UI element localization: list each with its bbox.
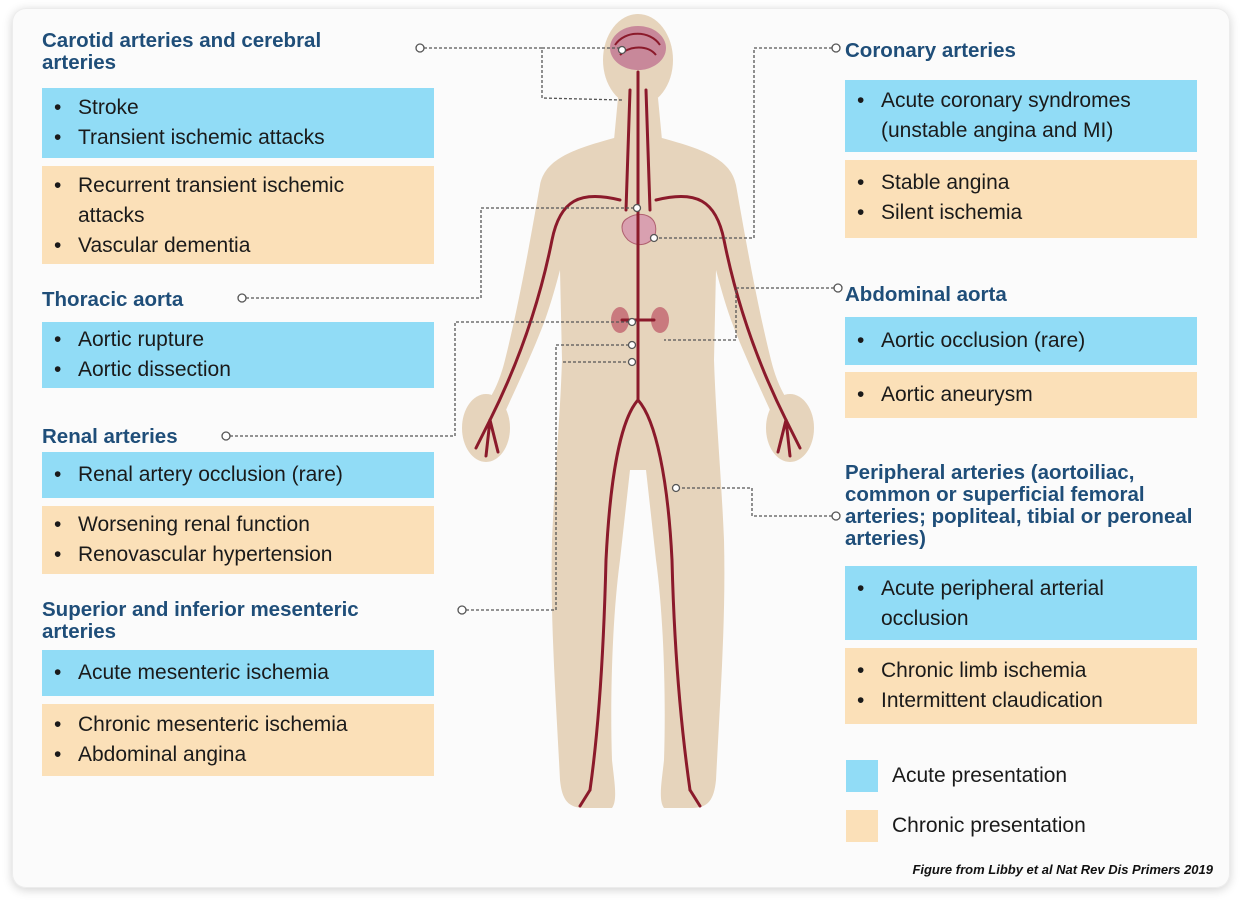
legend-acute-swatch	[846, 760, 878, 792]
list-item: Stable angina	[845, 168, 1197, 198]
list-item: Acute coronary syndromes (unstable angin…	[845, 86, 1187, 146]
carotid-chronic-box: Recurrent transient ischemic attacks Vas…	[42, 166, 434, 264]
peripheral-acute-box: Acute peripheral arterial occlusion	[845, 566, 1197, 640]
carotid-title: Carotid arteries and cerebral arteries	[42, 30, 321, 74]
legend-acute-label: Acute presentation	[892, 764, 1067, 788]
abdominal-title: Abdominal aorta	[845, 284, 1007, 306]
renal-chronic-box: Worsening renal function Renovascular hy…	[42, 506, 434, 574]
list-item: Transient ischemic attacks	[42, 123, 434, 153]
abdominal-acute-box: Aortic occlusion (rare)	[845, 317, 1197, 365]
abdominal-chronic-box: Aortic aneurysm	[845, 372, 1197, 418]
list-item: Silent ischemia	[845, 198, 1197, 228]
list-item: Intermittent claudication	[845, 686, 1197, 716]
renal-title: Renal arteries	[42, 426, 178, 448]
legend-chronic-swatch	[846, 810, 878, 842]
list-item: Chronic mesenteric ischemia	[42, 710, 434, 740]
list-item: Vascular dementia	[42, 231, 394, 261]
renal-acute-box: Renal artery occlusion (rare)	[42, 452, 434, 498]
thoracic-title: Thoracic aorta	[42, 289, 183, 311]
list-item: Aortic rupture	[42, 325, 434, 355]
list-item: Renal artery occlusion (rare)	[42, 460, 434, 490]
list-item: Acute mesenteric ischemia	[42, 658, 434, 688]
list-item: Stroke	[42, 93, 434, 123]
list-item: Abdominal angina	[42, 740, 434, 770]
list-item: Aortic dissection	[42, 355, 434, 385]
list-item: Acute peripheral arterial occlusion	[845, 574, 1167, 634]
coronary-title: Coronary arteries	[845, 40, 1016, 62]
peripheral-chronic-box: Chronic limb ischemia Intermittent claud…	[845, 648, 1197, 724]
list-item: Worsening renal function	[42, 510, 434, 540]
legend-chronic-label: Chronic presentation	[892, 814, 1086, 838]
coronary-chronic-box: Stable angina Silent ischemia	[845, 160, 1197, 238]
mesenteric-acute-box: Acute mesenteric ischemia	[42, 650, 434, 696]
list-item: Renovascular hypertension	[42, 540, 434, 570]
list-item: Chronic limb ischemia	[845, 656, 1197, 686]
peripheral-title: Peripheral arteries (aortoiliac, common …	[845, 462, 1215, 550]
carotid-acute-box: Stroke Transient ischemic attacks	[42, 88, 434, 158]
coronary-acute-box: Acute coronary syndromes (unstable angin…	[845, 80, 1197, 152]
thoracic-acute-box: Aortic rupture Aortic dissection	[42, 322, 434, 388]
mesenteric-chronic-box: Chronic mesenteric ischemia Abdominal an…	[42, 704, 434, 776]
list-item: Aortic occlusion (rare)	[845, 326, 1197, 356]
figure-credit: Figure from Libby et al Nat Rev Dis Prim…	[912, 862, 1213, 877]
list-item: Aortic aneurysm	[845, 380, 1197, 410]
mesenteric-title: Superior and inferior mesenteric arterie…	[42, 599, 359, 643]
list-item: Recurrent transient ischemic attacks	[42, 171, 394, 231]
